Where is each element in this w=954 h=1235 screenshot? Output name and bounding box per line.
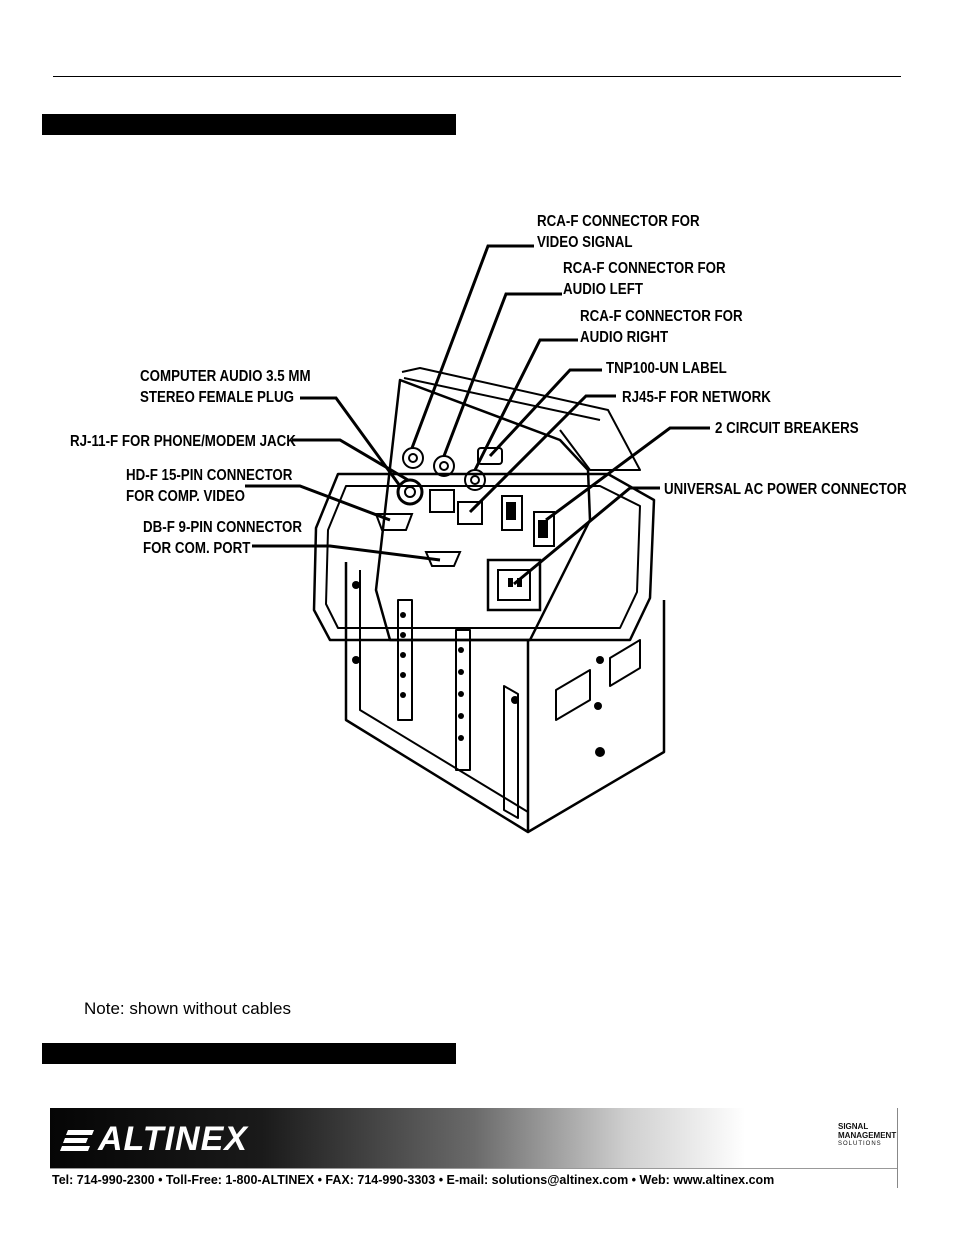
callout-rj11: RJ-11-F FOR PHONE/MODEM JACK bbox=[70, 433, 296, 450]
section-heading-bar-bottom bbox=[42, 1043, 456, 1064]
callout-circuit-breakers: 2 CIRCUIT BREAKERS bbox=[715, 420, 859, 437]
callout-tnp-label: TNP100-UN LABEL bbox=[606, 360, 727, 377]
contact-line: Tel: 714-990-2300 • Toll-Free: 1-800-ALT… bbox=[52, 1173, 775, 1187]
logo-stripes-icon bbox=[60, 1130, 94, 1152]
section-heading-bar bbox=[42, 114, 456, 135]
footer-edge bbox=[897, 1108, 898, 1188]
figure-note: Note: shown without cables bbox=[84, 999, 291, 1018]
footer-rule bbox=[50, 1168, 898, 1169]
footer-banner bbox=[50, 1108, 898, 1168]
callout-rj45: RJ45-F FOR NETWORK bbox=[622, 389, 771, 406]
callout-ac-power: UNIVERSAL AC POWER CONNECTOR bbox=[664, 481, 907, 498]
signal-management-badge: SIGNAL MANAGEMENT SOLUTIONS bbox=[838, 1122, 897, 1147]
altinex-logo: ALTINEX bbox=[60, 1120, 248, 1159]
header-rule bbox=[53, 76, 901, 77]
logo-text: ALTINEX bbox=[98, 1120, 248, 1158]
